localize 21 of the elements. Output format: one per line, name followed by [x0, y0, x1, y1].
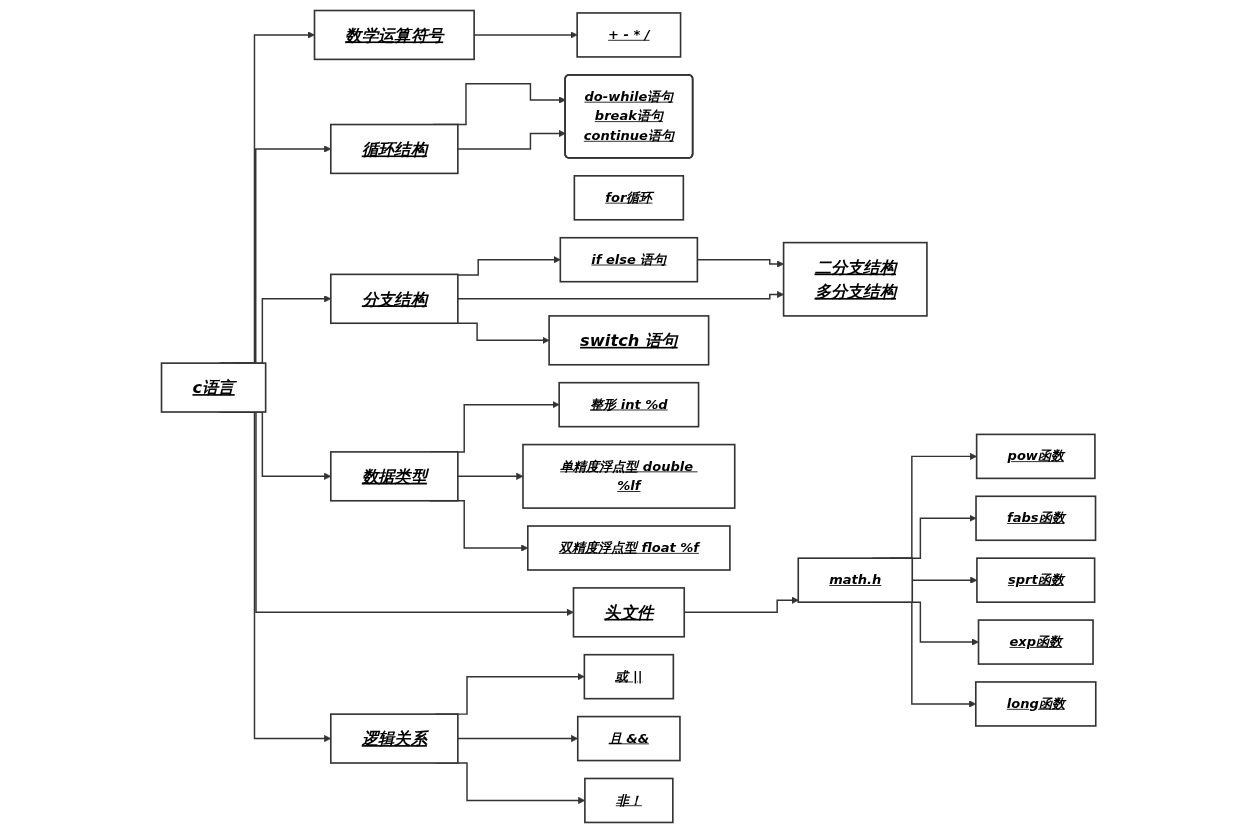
node-box: 非！: [584, 777, 674, 824]
node-box: 整形 int %d: [558, 381, 700, 428]
node-box: switch 语句: [548, 315, 710, 366]
node-box: pow函数: [976, 433, 1097, 480]
node-box: 分支结构: [330, 273, 459, 325]
node-box: exp函数: [978, 619, 1095, 665]
node-box: if else 语句: [559, 236, 699, 283]
node-box: sprt函数: [976, 557, 1096, 603]
node-box: 循环结构: [330, 123, 459, 175]
node-box: 且 &&: [577, 715, 682, 762]
node-box: long函数: [975, 681, 1097, 727]
arrow: [457, 256, 561, 276]
node-box: 双精度浮点型 float %f: [527, 525, 732, 571]
node-box: 或 ||: [583, 653, 675, 700]
node-box: for循环: [573, 175, 685, 221]
node-box: c语言: [161, 362, 267, 413]
node-box: fabs函数: [975, 495, 1097, 542]
node-box: + - * /: [576, 12, 682, 58]
node-box: 逻辑关系: [330, 713, 459, 764]
node-box: 单精度浮点型 double %lf: [522, 443, 736, 509]
node-box: math.h: [797, 557, 914, 603]
